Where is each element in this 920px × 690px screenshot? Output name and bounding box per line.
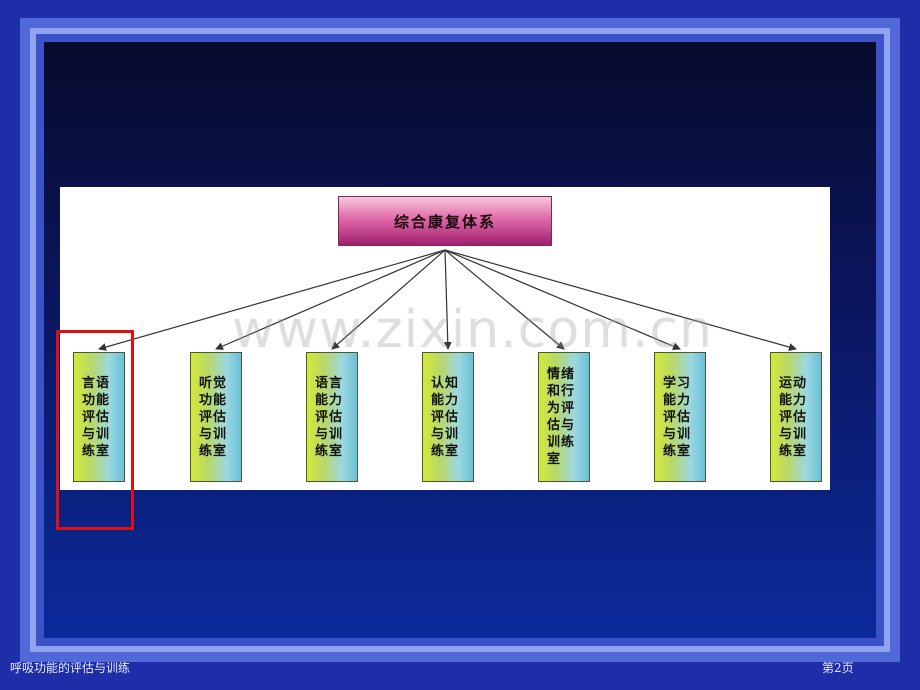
room-node-hearing: 听觉功能评估与训练室 <box>190 352 242 482</box>
connector-arrow <box>98 249 446 351</box>
highlight-box <box>56 330 134 530</box>
room-node-emotion: 情绪和行为评估与训练室 <box>538 352 590 482</box>
page-number: 第2页 <box>822 661 854 675</box>
org-chart-panel: 综合康复体系 言语功能评估与训练室 听觉功能评估与训练室 语言能力评估与训练室 … <box>60 187 830 490</box>
room-node-label: 学习能力评估与训练室 <box>663 375 692 459</box>
room-node-speech: 言语功能评估与训练室 <box>73 352 125 482</box>
connector-arrow <box>444 249 565 350</box>
root-node-label: 综合康复体系 <box>393 212 496 231</box>
room-node-label: 言语功能评估与训练室 <box>82 375 111 459</box>
room-node-label: 情绪和行为评估与训练室 <box>547 367 576 467</box>
room-node-label: 语言能力评估与训练室 <box>315 375 344 459</box>
root-node: 综合康复体系 <box>338 196 552 246</box>
footer-title: 呼吸功能的评估与训练 <box>10 661 131 675</box>
connector-lines <box>98 249 797 351</box>
connector-arrow <box>215 249 446 350</box>
room-node-label: 运动能力评估与训练室 <box>779 375 808 459</box>
room-node-label: 听觉功能评估与训练室 <box>199 375 228 459</box>
room-node-cognition: 认知能力评估与训练室 <box>422 352 474 482</box>
connector-arrow <box>444 249 681 350</box>
room-node-language: 语言能力评估与训练室 <box>306 352 358 482</box>
room-node-learning: 学习能力评估与训练室 <box>654 352 706 482</box>
room-node-motor: 运动能力评估与训练室 <box>770 352 822 482</box>
connector-arrow <box>331 249 446 350</box>
room-node-label: 认知能力评估与训练室 <box>431 375 460 459</box>
connector-arrow <box>443 249 452 350</box>
connector-arrow <box>444 249 797 351</box>
